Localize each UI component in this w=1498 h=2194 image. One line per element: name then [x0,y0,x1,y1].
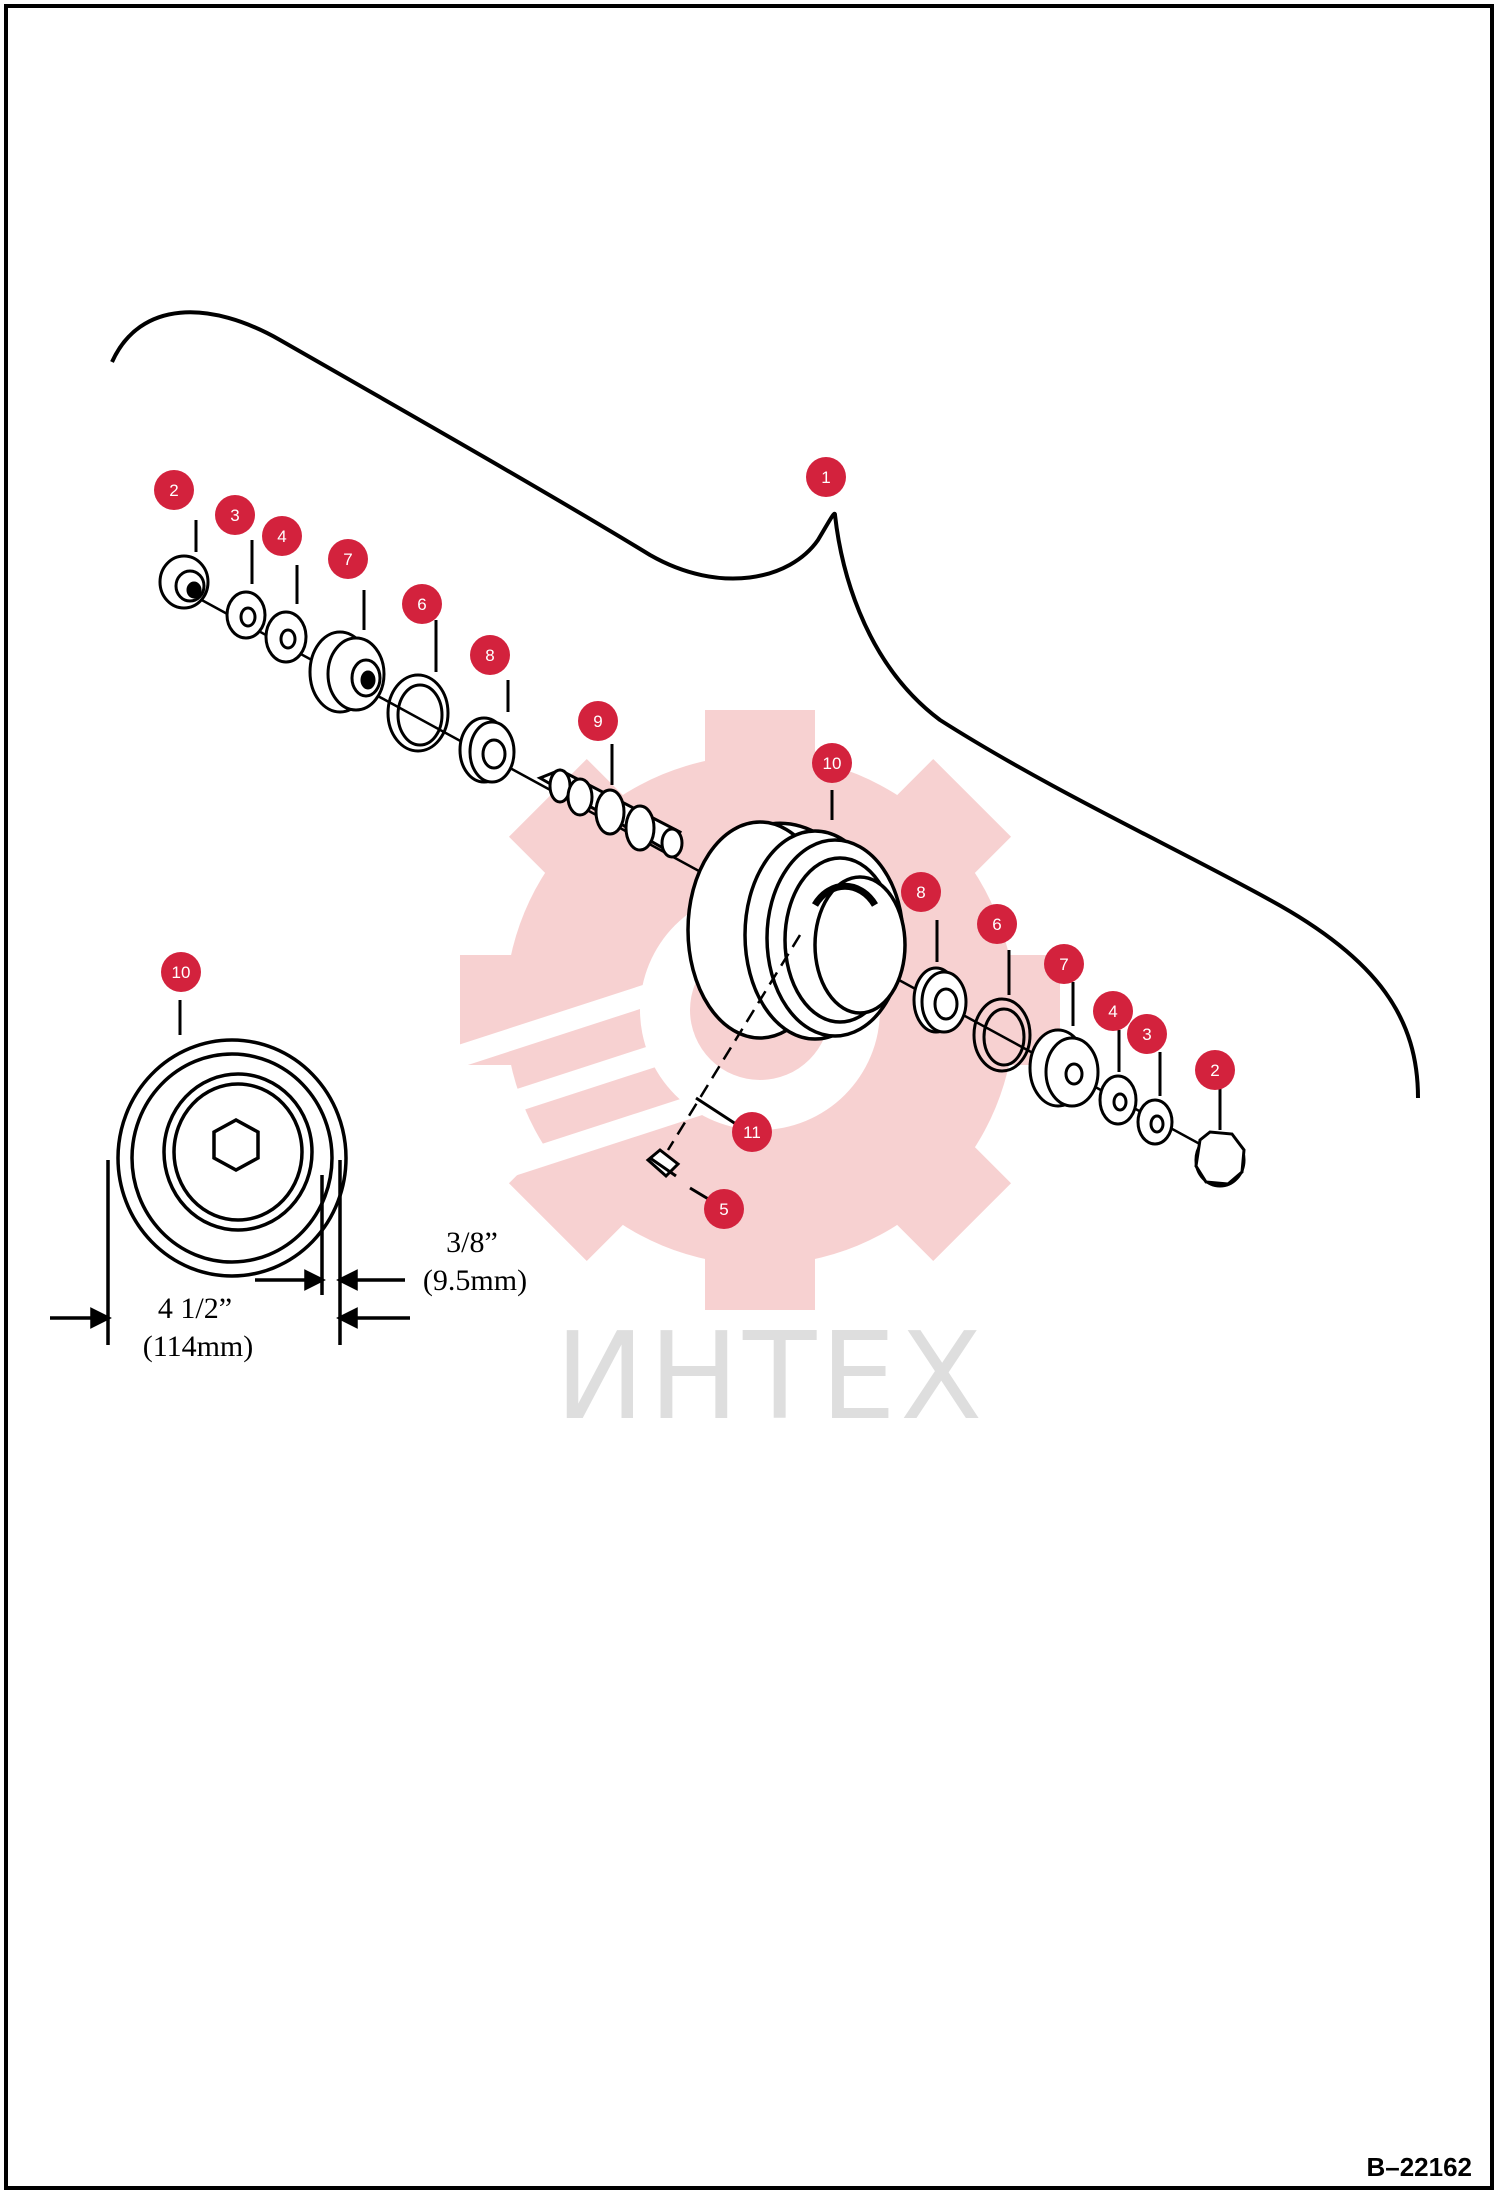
callout-c6b: 6 [977,904,1017,944]
callout-c8b: 8 [901,872,941,912]
callout-label: 1 [821,468,830,487]
callout-c5: 5 [704,1189,744,1229]
part-nut-left [158,554,210,610]
callout-c7b: 7 [1044,944,1084,984]
callout-c1: 1 [806,457,846,497]
callout-circle [812,743,852,783]
callout-circle [806,457,846,497]
callout-c11: 11 [732,1112,772,1152]
callout-c9: 9 [578,701,618,741]
callout-label: 3 [1142,1025,1151,1044]
drawing-id: B–22162 [1366,2152,1472,2182]
callout-circle [154,470,194,510]
part-washer-left [264,610,308,664]
dimension-lines [50,1160,410,1345]
callout-label: 9 [593,712,602,731]
callout-markers: 1 2 3 4 7 6 8 9 10 8 6 7 4 3 2 11 5 10 [154,457,1235,1229]
part-snapring-left [386,673,450,753]
callout-label: 3 [230,506,239,525]
dim-outer-diameter: 4 1/2” [158,1292,232,1325]
callout-c3b: 3 [1127,1014,1167,1054]
callout-circle [161,952,201,992]
callout-circle [1093,991,1133,1031]
dim-flange-width-metric: (9.5mm) [423,1264,527,1297]
callout-label: 5 [719,1200,728,1219]
assembly-brace [110,310,1420,1099]
plug-leader-dashed [666,934,802,1151]
callout-circle [1044,944,1084,984]
callout-circle [578,701,618,741]
callout-c3a: 3 [215,495,255,535]
callout-circle [470,635,510,675]
part-roller-main [686,820,907,1041]
watermark-text: ИНТЕХ [555,1308,986,1447]
callout-label: 4 [1108,1002,1117,1021]
callout-c8a: 8 [470,635,510,675]
part-plug [645,1148,681,1179]
callout-circle [402,584,442,624]
page-frame [4,4,1494,2190]
callout-label: 6 [992,915,1001,934]
callout-label: 7 [1059,955,1068,974]
callout-c2a: 2 [154,470,194,510]
callout-label: 6 [417,595,426,614]
callout-label: 8 [485,646,494,665]
callout-c4a: 4 [262,516,302,556]
callout-c10a: 10 [812,743,852,783]
callout-circle [262,516,302,556]
part-flange-right [1028,1028,1100,1108]
callout-c4b: 4 [1093,991,1133,1031]
callout-circle [732,1112,772,1152]
part-bolt-right [1194,1130,1246,1188]
watermark-gear-logo: ИНТЕХ [427,710,1060,1447]
callout-leaders [178,520,1222,1208]
part-lockwasher-left [225,590,267,640]
callout-circle [901,872,941,912]
callout-circle [977,904,1017,944]
callout-label: 10 [823,754,842,773]
callout-circle [704,1189,744,1229]
callout-label: 7 [343,550,352,569]
callout-label: 10 [172,963,191,982]
callout-circle [215,495,255,535]
part-lockwasher-right [1136,1098,1174,1146]
callout-label: 8 [916,883,925,902]
callout-c6a: 6 [402,584,442,624]
callout-label: 4 [277,527,286,546]
callout-circle [1127,1014,1167,1054]
part-flange-left [308,630,386,714]
part-washer-right [1098,1074,1138,1126]
callout-label: 2 [1210,1061,1219,1080]
part-bearing-right [912,966,968,1034]
callout-circle [1195,1050,1235,1090]
callout-label: 11 [743,1123,761,1142]
roller-side-view [116,1038,348,1278]
callout-label: 2 [169,481,178,500]
callout-c10b: 10 [161,952,201,992]
callout-c7a: 7 [328,539,368,579]
callout-c2b: 2 [1195,1050,1235,1090]
dim-flange-width: 3/8” [446,1226,498,1259]
part-snapring-right [972,997,1032,1073]
dim-outer-diameter-metric: (114mm) [143,1330,254,1363]
part-bearing-left [458,716,516,784]
callout-circle [328,539,368,579]
part-shaft [536,768,684,859]
